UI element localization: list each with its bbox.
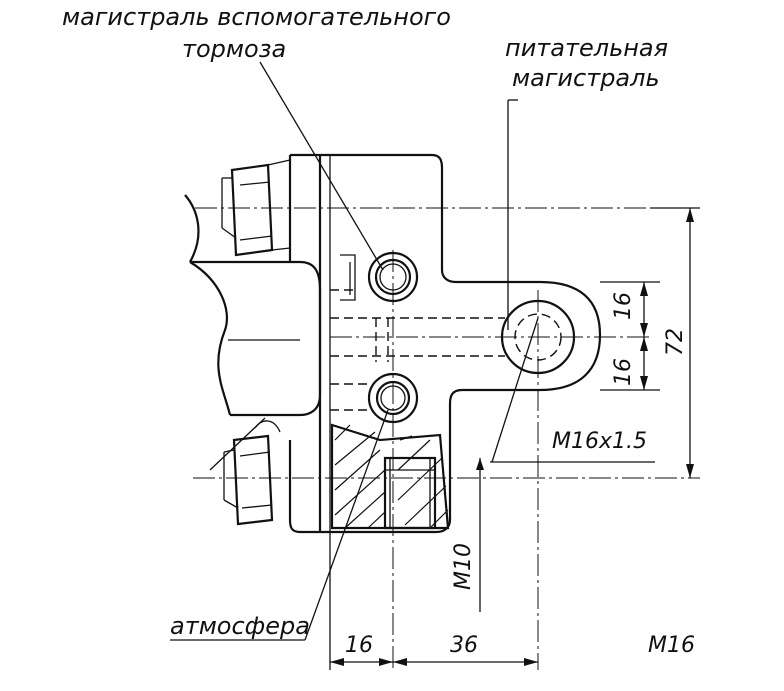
thread-m16: M16 [648, 633, 695, 658]
dim-16-horizontal: 16 [345, 633, 373, 658]
left-bracket [184, 194, 322, 471]
thread-m10: M10 [451, 543, 476, 590]
thread-m16x15: M16x1.5 [552, 429, 647, 454]
dim-72: 72 [663, 328, 688, 356]
dim-36-horizontal: 36 [450, 633, 478, 658]
dim-16-bottom: 16 [611, 358, 636, 386]
dimension-lines [330, 207, 700, 666]
feed-line-label-2: магистраль [512, 64, 660, 92]
top-bolt [221, 159, 291, 257]
atmosphere-label: атмосфера [170, 612, 310, 640]
center-lines [193, 100, 700, 670]
bottom-bolt [223, 420, 281, 526]
internal-passages [330, 289, 505, 411]
dim-16-top: 16 [611, 292, 636, 320]
aux-brake-line-label-2: тормоза [182, 35, 286, 63]
leader-lines [170, 61, 539, 641]
feed-line-label-1: питательная [505, 34, 668, 62]
valve-body [288, 153, 602, 670]
aux-brake-port [340, 251, 419, 303]
aux-brake-line-label-1: магистраль вспомогательного [62, 3, 451, 31]
hatched-section [330, 423, 450, 530]
